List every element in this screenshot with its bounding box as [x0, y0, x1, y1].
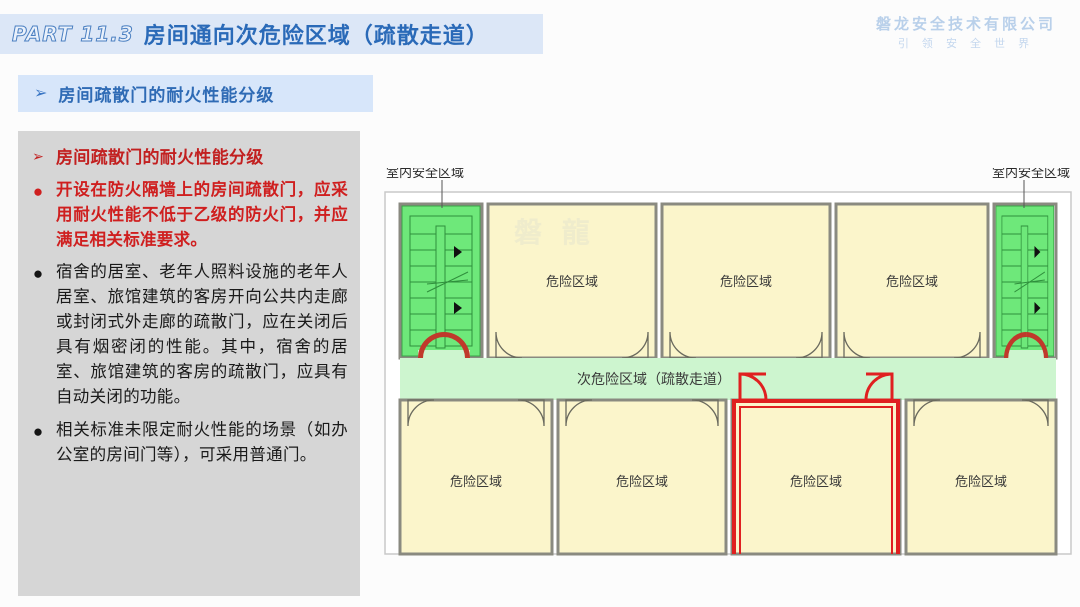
room-label: 危险区域 [450, 474, 502, 489]
safe-zone-label-right: 室内安全区域 [992, 168, 1070, 208]
list-item-text: 房间疏散门的耐火性能分级 [56, 148, 264, 167]
list-item-text: 宿舍的居室、老年人照料设施的老年人居室、旅馆建筑的客房开向公共内走廊或封闭式外走… [56, 263, 348, 407]
top-room-1: 危险区域 [486, 202, 658, 360]
stairwell-left [398, 202, 484, 360]
room-label: 危险区域 [616, 474, 668, 489]
room-label: 危险区域 [546, 274, 598, 289]
watermark-text: 磐 龍 [514, 216, 596, 248]
safe-zone-label-left-text: 室内安全区域 [386, 168, 464, 180]
bottom-room-2: 危险区域 [556, 398, 728, 556]
bottom-room-3-highlighted: 危险区域 [730, 372, 902, 556]
page-title: 房间通向次危险区域（疏散走道） [143, 23, 489, 48]
list-item-text: 开设在防火隔墙上的房间疏散门，应采用耐火性能不低于乙级的防火门，并应满足相关标准… [56, 180, 348, 249]
section-subheading: ➢ 房间疏散门的耐火性能分级 [18, 75, 373, 112]
dot-bullet-icon: ● [32, 264, 44, 284]
arrow-bullet-icon: ➢ [32, 148, 44, 164]
safe-zone-label-left: 室内安全区域 [386, 168, 464, 208]
room-label: 危险区域 [720, 274, 772, 289]
safe-zone-label-right-text: 室内安全区域 [992, 168, 1070, 180]
list-item: ● 相关标准未限定耐火性能的场景（如办公室的房间门等），可采用普通门。 [28, 418, 348, 468]
top-room-2: 危险区域 [660, 202, 832, 360]
list-item: ➢ 房间疏散门的耐火性能分级 [28, 145, 348, 171]
list-item: ● 宿舍的居室、老年人照料设施的老年人居室、旅馆建筑的客房开向公共内走廊或封闭式… [28, 260, 348, 410]
brand-block: 磐龙安全技术有限公司 引 领 安 全 世 界 [876, 16, 1056, 52]
corridor-band: 次危险区域（疏散走道） [400, 358, 1056, 400]
bottom-room-1: 危险区域 [398, 398, 554, 556]
brand-name: 磐龙安全技术有限公司 [875, 16, 1056, 33]
corridor-label: 次危险区域（疏散走道） [577, 371, 731, 387]
part-number-label: PART 11.3 [12, 22, 134, 47]
stairwell-right [992, 202, 1058, 360]
brand-slogan: 引 领 安 全 世 界 [897, 37, 1035, 50]
list-item: ● 开设在防火隔墙上的房间疏散门，应采用耐火性能不低于乙级的防火门，并应满足相关… [28, 178, 348, 253]
room-label: 危险区域 [955, 474, 1007, 489]
floor-plan-diagram: 危险区域 危险区域 危险区域 [384, 168, 1072, 568]
section-subheading-label: 房间疏散门的耐火性能分级 [58, 86, 275, 105]
dot-bullet-icon: ● [32, 421, 44, 441]
arrow-bullet-icon: ➢ [34, 84, 48, 102]
room-label: 危险区域 [790, 474, 842, 489]
dot-bullet-icon: ● [32, 181, 44, 201]
content-panel: ➢ 房间疏散门的耐火性能分级 ● 开设在防火隔墙上的房间疏散门，应采用耐火性能不… [18, 131, 360, 596]
slide-title-bar: PART 11.3 房间通向次危险区域（疏散走道） [0, 14, 543, 54]
top-room-3: 危险区域 [834, 202, 990, 360]
room-label: 危险区域 [886, 274, 938, 289]
bottom-room-4: 危险区域 [904, 398, 1058, 556]
list-item-text: 相关标准未限定耐火性能的场景（如办公室的房间门等），可采用普通门。 [56, 420, 348, 464]
